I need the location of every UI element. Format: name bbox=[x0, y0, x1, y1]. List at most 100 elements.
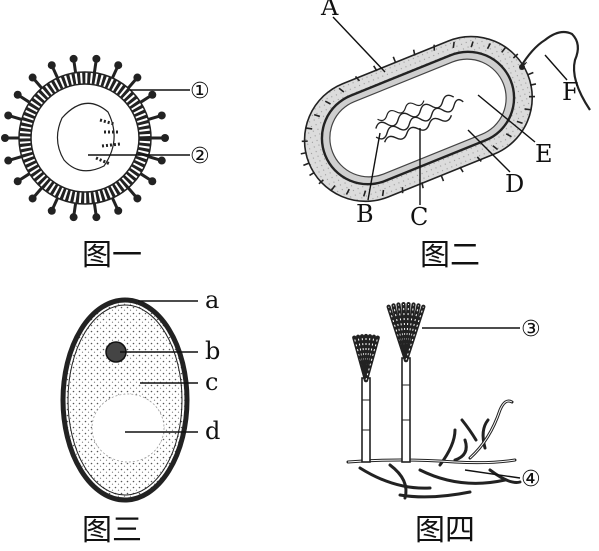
sporangia-brush-left bbox=[352, 333, 380, 383]
caption-fig1: 图一 bbox=[82, 238, 142, 273]
label-a: a bbox=[205, 286, 219, 314]
bacterium-pilus bbox=[362, 190, 367, 197]
spore-chain-beads bbox=[405, 304, 410, 361]
label-F: F bbox=[562, 78, 579, 106]
bacterium-pilus bbox=[528, 95, 536, 98]
virus-spike-head bbox=[92, 54, 101, 63]
bacterium-pilus bbox=[501, 47, 507, 53]
spore-chain-beads bbox=[405, 306, 424, 361]
virus-spike-head bbox=[157, 111, 166, 120]
virus-spike-head bbox=[133, 194, 142, 203]
bacterium-pilus bbox=[412, 49, 416, 56]
label-D: D bbox=[505, 170, 524, 198]
virus-spike-head bbox=[114, 61, 123, 70]
label-d: d bbox=[205, 417, 220, 445]
virus-spike-head bbox=[148, 177, 157, 186]
bacterium-pilus bbox=[476, 156, 482, 162]
virus-inner-edge bbox=[30, 83, 140, 193]
bacterium-pilus bbox=[516, 120, 523, 125]
leader-line-A bbox=[332, 16, 386, 73]
leader-line-E bbox=[477, 94, 536, 143]
bacterium-flagellum bbox=[519, 30, 591, 111]
substrate-hyphae-inner bbox=[347, 400, 516, 464]
spore-chain-beads bbox=[397, 304, 407, 361]
spore-chain-beads bbox=[405, 304, 415, 361]
label-A: A bbox=[320, 0, 339, 21]
leader-line-F bbox=[544, 54, 568, 81]
bacterium-pilus bbox=[303, 162, 310, 167]
bacterium-pilus bbox=[421, 182, 424, 189]
bacterium-pilus bbox=[392, 56, 397, 63]
virus-particle bbox=[1, 54, 169, 222]
bacterium-pilus bbox=[324, 100, 331, 105]
virus-spike-head bbox=[161, 134, 169, 142]
virus-spike-head bbox=[69, 54, 78, 63]
leader-line-4 bbox=[464, 469, 521, 479]
caption-fig4: 图四 bbox=[415, 513, 475, 548]
virus-spike-head bbox=[4, 156, 13, 165]
bacterium-pilus bbox=[381, 189, 385, 197]
caption-fig3: 图三 bbox=[82, 513, 142, 548]
virus-spike-head bbox=[114, 206, 123, 215]
bacterium-pilus bbox=[524, 108, 531, 111]
caption-fig2: 图二 bbox=[420, 238, 480, 273]
figure-3-yeast-cell: a b c d 图三 bbox=[60, 286, 220, 548]
bacterium-pilus bbox=[306, 127, 313, 130]
bacterium-pilus bbox=[300, 151, 307, 155]
bacterium-pilus bbox=[345, 188, 350, 195]
spore-chain-beads bbox=[402, 304, 407, 361]
bacterium-pilus bbox=[401, 187, 404, 194]
flagellum-base bbox=[519, 64, 525, 70]
bacterium-pilus bbox=[373, 65, 378, 72]
label-b: b bbox=[205, 337, 220, 365]
cell-vacuole bbox=[91, 393, 165, 463]
substrate-hyphae bbox=[346, 399, 522, 500]
spore-chain-beads bbox=[405, 305, 419, 361]
bacterium-pilus bbox=[309, 171, 316, 177]
bacterium-pilus bbox=[338, 87, 345, 93]
spore-chain-beads bbox=[393, 305, 407, 361]
bacterium-pilus bbox=[470, 41, 474, 48]
bacterium-pilus bbox=[433, 44, 436, 51]
leader-line-D bbox=[467, 129, 511, 173]
virus-spike-head bbox=[69, 213, 78, 222]
aerial-hypha-left bbox=[352, 333, 380, 463]
spore-chain-beads bbox=[365, 337, 379, 381]
label-E: E bbox=[535, 140, 553, 168]
aerial-hypha-right bbox=[386, 301, 426, 463]
figure-1-virus: ① ② 图一 bbox=[1, 54, 210, 273]
virus-spike-head bbox=[1, 134, 9, 142]
label-2: ② bbox=[190, 144, 210, 169]
figure-2-bacterium: A B C D E F 图二 bbox=[300, 0, 591, 273]
bacterium-dna bbox=[375, 94, 464, 143]
virus-spike-head bbox=[47, 61, 56, 70]
bacterium-pilus bbox=[313, 113, 321, 118]
virus-envelope bbox=[19, 72, 151, 204]
figure-4-mold: ③ ④ 图四 bbox=[346, 301, 541, 548]
virus-spike-head bbox=[47, 206, 56, 215]
bacterium-pilus bbox=[512, 53, 519, 59]
virus-spike-head bbox=[28, 73, 37, 82]
leader-line-B bbox=[367, 132, 381, 201]
label-1: ① bbox=[190, 79, 210, 104]
bacterium-pilus bbox=[354, 75, 361, 82]
bacterium-pilus bbox=[505, 133, 512, 138]
spore-chain-beads bbox=[388, 306, 407, 361]
label-C: C bbox=[410, 203, 428, 231]
virus-spike-head bbox=[28, 194, 37, 203]
sporangia-brush-right bbox=[386, 301, 426, 363]
bacterium-pilus bbox=[529, 83, 537, 86]
virus-spike-head bbox=[4, 111, 13, 120]
virus-outer-edge bbox=[18, 71, 152, 205]
bacterium-pilus bbox=[492, 145, 499, 151]
bacterium-pilus bbox=[452, 41, 455, 48]
label-c: c bbox=[205, 368, 218, 396]
virus-spike-head bbox=[157, 156, 166, 165]
bacterium-pilus bbox=[459, 166, 464, 173]
bacterium-pilus bbox=[318, 179, 324, 185]
virus-spike-head bbox=[92, 213, 101, 222]
virus-spike-head bbox=[133, 73, 142, 82]
virus-spike-head bbox=[13, 177, 22, 186]
virus-core bbox=[56, 102, 115, 172]
